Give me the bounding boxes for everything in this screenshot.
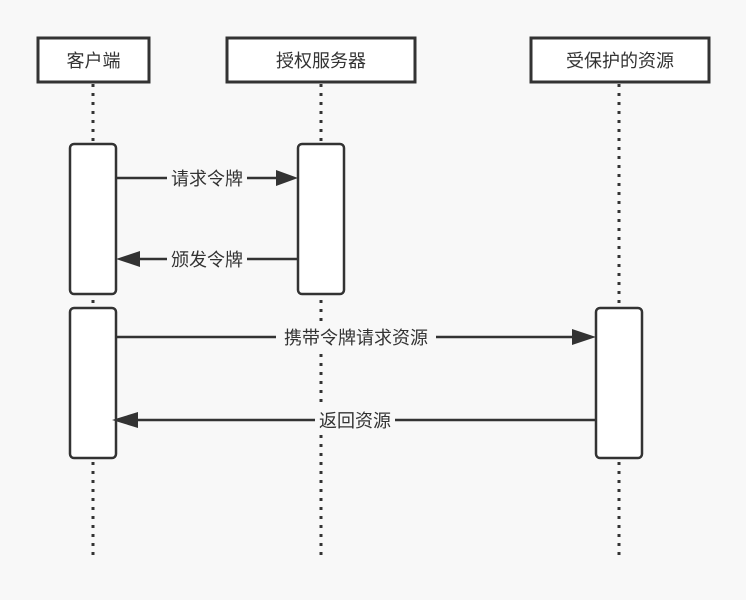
activation-resource <box>594 306 644 460</box>
message-issue-token-label: 颁发令牌 <box>171 250 243 271</box>
participant-auth-label: 授权服务器 <box>276 51 366 72</box>
arrow-right-icon <box>572 329 596 345</box>
participant-auth: 授权服务器 <box>225 36 417 84</box>
message-return-resource: 返回资源 <box>112 408 596 432</box>
activation-auth <box>296 142 346 296</box>
message-request-token-label: 请求令牌 <box>171 169 243 190</box>
participant-client-label: 客户端 <box>67 51 121 72</box>
message-request-resource-label: 携带令牌请求资源 <box>284 328 428 349</box>
message-return-resource-label: 返回资源 <box>319 411 391 432</box>
activation-client-2 <box>68 306 118 460</box>
participant-resource-label: 受保护的资源 <box>566 51 674 72</box>
arrow-left-icon <box>116 251 140 267</box>
participant-resource: 受保护的资源 <box>529 36 711 84</box>
message-request-resource: 携带令牌请求资源 <box>116 325 596 349</box>
arrow-right-icon <box>276 170 298 186</box>
activation-client-1 <box>68 142 118 296</box>
message-request-token: 请求令牌 <box>116 166 298 190</box>
arrow-left-icon <box>112 412 138 428</box>
message-issue-token: 颁发令牌 <box>116 247 298 271</box>
participant-client: 客户端 <box>36 36 151 84</box>
